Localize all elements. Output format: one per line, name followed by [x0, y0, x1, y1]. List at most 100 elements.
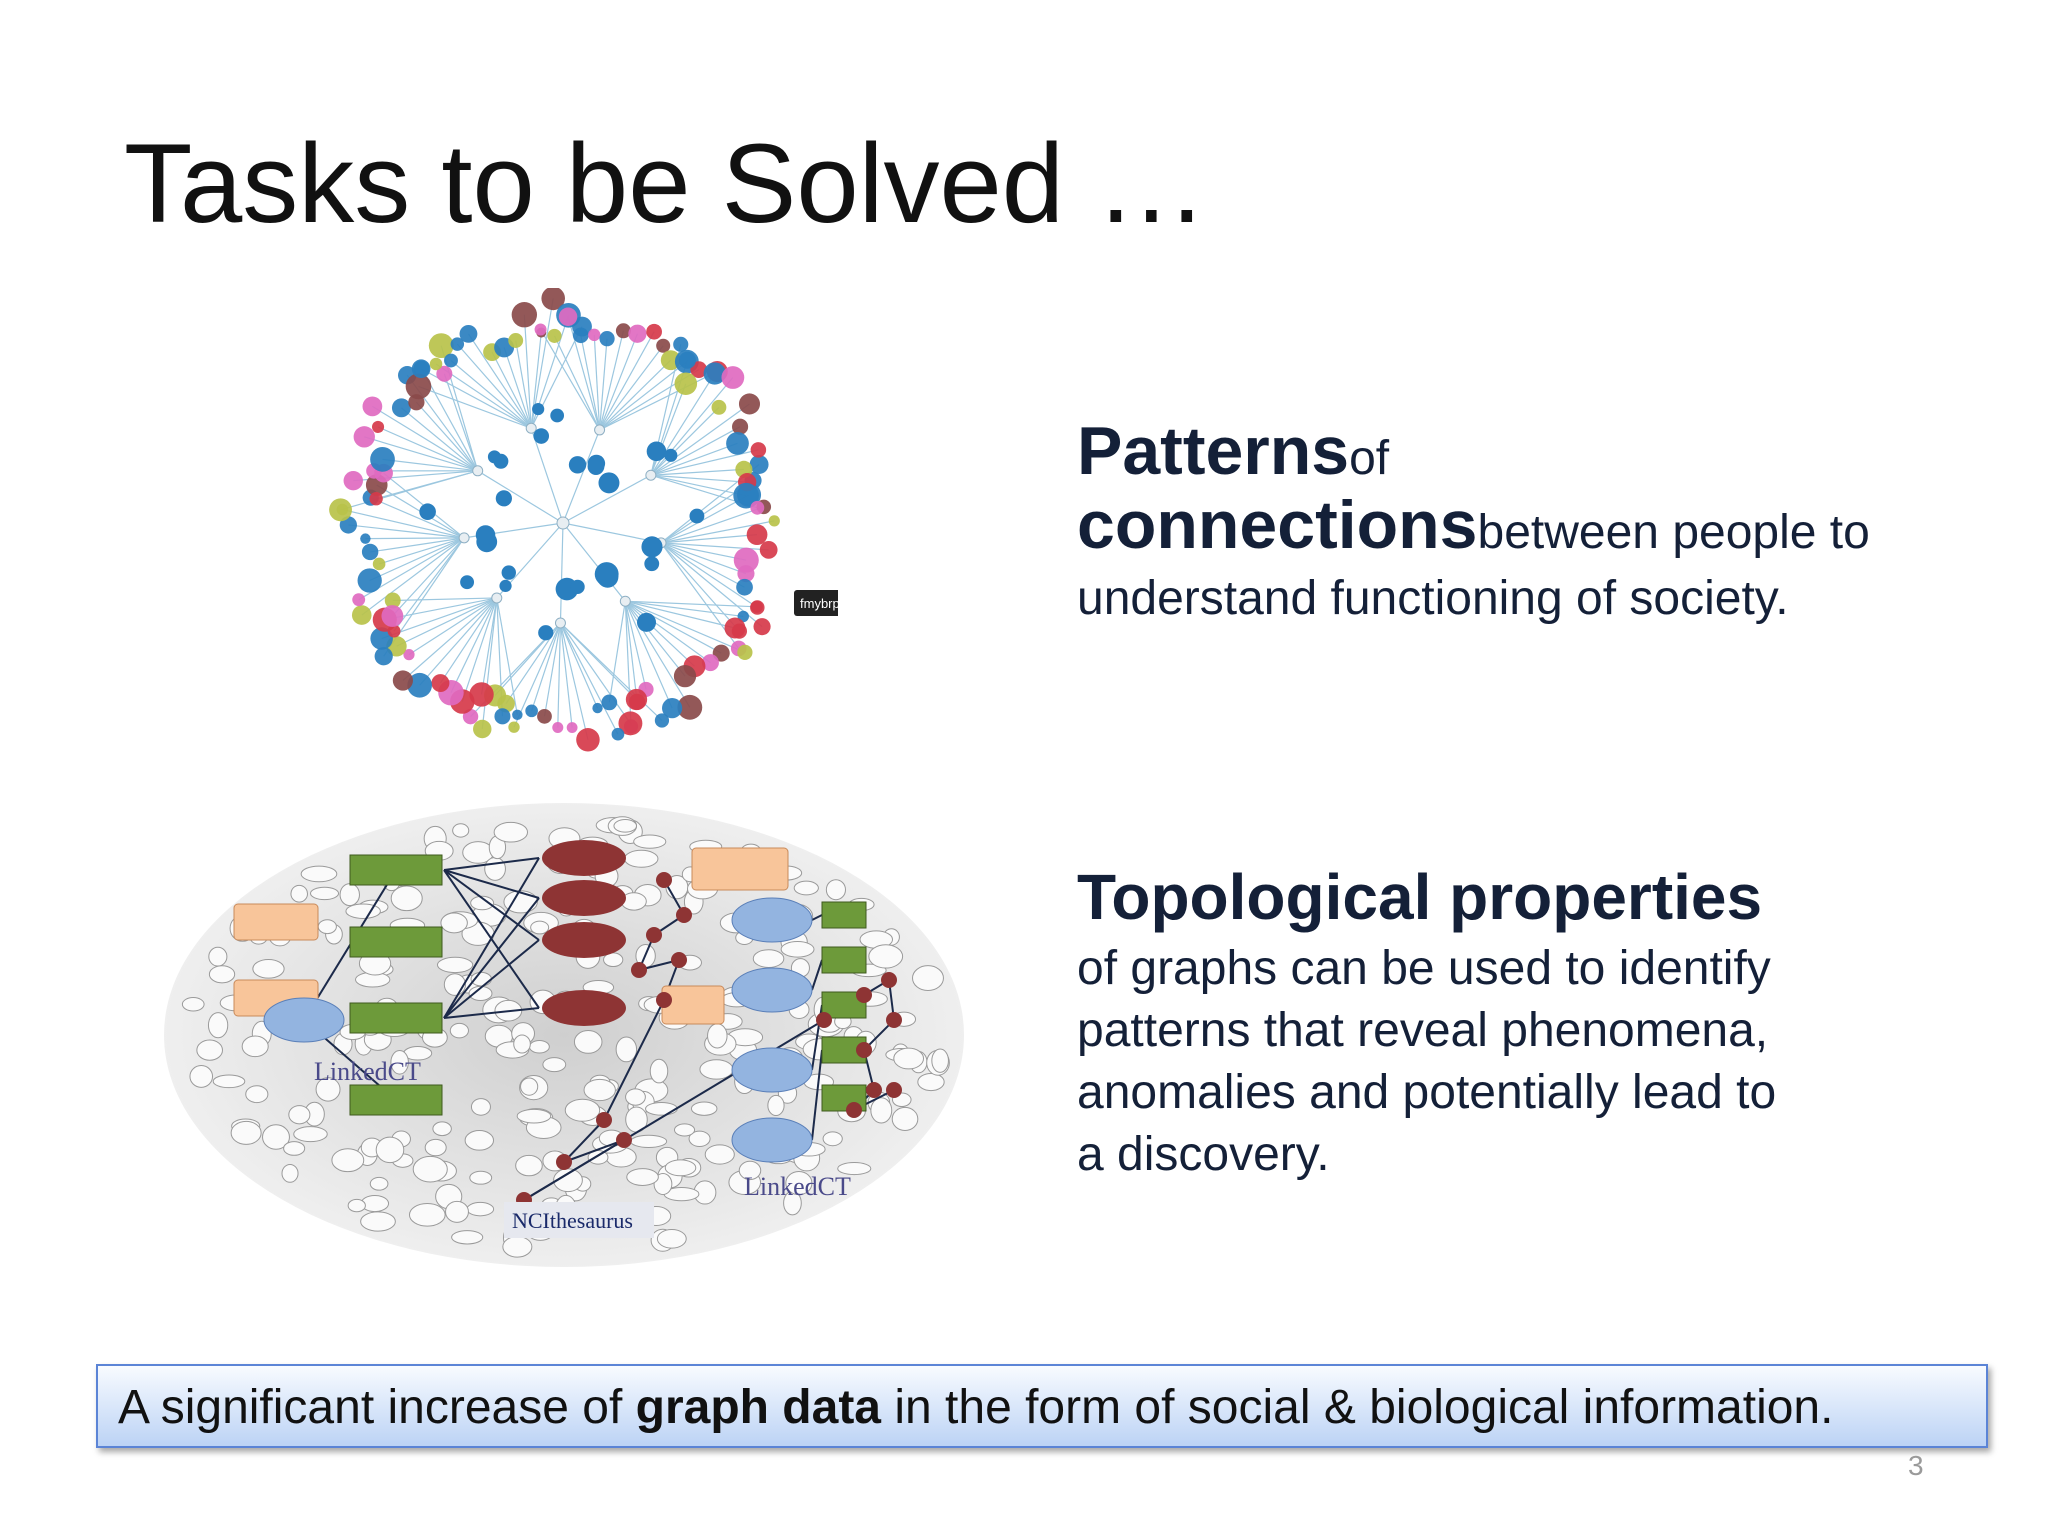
root-node [556, 516, 570, 530]
link-edge [563, 1139, 625, 1163]
leaf-edge [481, 597, 498, 730]
leaf-edge [467, 333, 532, 429]
patterns-suffix: of [1349, 432, 1390, 485]
dataset-bubble [891, 1106, 919, 1132]
leaf-node [674, 372, 698, 396]
leaf-edge [599, 331, 655, 431]
dataset-bubble [624, 849, 659, 868]
leaf-node [431, 674, 450, 693]
leaf-edge [515, 340, 532, 429]
leaf-edge [393, 537, 465, 632]
leaf-edge [598, 338, 608, 430]
red-dot [596, 1112, 612, 1128]
leaf-edge [365, 537, 465, 540]
leaf-edge [439, 597, 498, 684]
red-dot [616, 1132, 632, 1148]
dataset-bubble [484, 857, 506, 881]
leaf-node [592, 702, 603, 714]
red-oval [542, 922, 626, 958]
leaf-node [673, 336, 689, 352]
leaf-edge [559, 622, 619, 735]
dataset-bubble [339, 883, 360, 907]
leaf-node [370, 446, 395, 472]
leaf-edge [450, 360, 532, 429]
dataset-bubble [317, 919, 337, 935]
green-box [349, 1084, 443, 1116]
branch-edge [562, 429, 601, 524]
inner-node [568, 456, 587, 474]
tooltip-text: fmybrpfx [800, 596, 838, 611]
leaf-edge [378, 537, 465, 565]
dataset-bubble [752, 949, 785, 968]
leaf-node [724, 617, 746, 639]
leaf-node [405, 373, 432, 400]
linkedct-label-right: LinkedCT [744, 1172, 851, 1201]
red-dot [676, 907, 692, 923]
leaf-edge [342, 508, 465, 539]
inner-node [499, 579, 512, 593]
green-box-small [821, 946, 867, 974]
dataset-bubble [424, 1138, 447, 1157]
blue-oval [731, 1117, 813, 1163]
leaf-edge [375, 470, 478, 500]
connections-heading: connections [1077, 487, 1478, 563]
peach-box [691, 847, 789, 891]
leaf-edge [625, 600, 744, 618]
leaf-node [508, 333, 524, 348]
leaf-edge [401, 407, 479, 472]
leaf-node [654, 713, 670, 728]
banner-bold: graph data [635, 1381, 881, 1434]
dataset-bubble [583, 1078, 616, 1102]
leaf-edge [396, 597, 498, 647]
link-edge [603, 999, 665, 1121]
dataset-bubble [181, 997, 205, 1012]
leaf-node [701, 654, 719, 672]
leaf-node [387, 624, 401, 638]
leaf-node [494, 708, 511, 725]
leaf-node [391, 398, 411, 418]
dataset-bubble [793, 880, 819, 896]
inner-node [644, 556, 660, 572]
leaf-edge [408, 597, 498, 656]
leaf-node [759, 540, 778, 559]
inner-node [587, 458, 605, 475]
dataset-bubble [345, 903, 381, 919]
social-patterns-text: Patternsof connectionsbetween people to … [1077, 417, 2007, 632]
leaf-node [749, 455, 769, 474]
dataset-bubble [837, 1162, 872, 1176]
leaf-edge [650, 403, 750, 476]
hub-node [491, 592, 503, 604]
dataset-bubble [649, 1058, 669, 1084]
leaf-node [534, 323, 547, 336]
dataset-bubble [688, 1130, 711, 1147]
leaf-node [618, 711, 643, 736]
slide-title: Tasks to be Solved … [124, 121, 1208, 246]
leaf-node [628, 324, 647, 343]
leaf-node [677, 694, 703, 720]
leaf-edge [523, 314, 532, 429]
dataset-bubble [466, 1201, 495, 1217]
dataset-bubble [360, 1211, 396, 1232]
dataset-bubble [315, 1077, 341, 1102]
dataset-bubble [449, 1022, 469, 1039]
hub-node [594, 424, 606, 436]
leaf-node [733, 482, 759, 509]
social-network-graph-image: fmybrpfx [329, 288, 838, 752]
dataset-bubble [331, 1148, 365, 1173]
dataset-bubble [245, 1085, 269, 1104]
leaf-node [353, 426, 375, 448]
link-edge [443, 869, 540, 1009]
dataset-bubble [207, 1012, 229, 1039]
dataset-bubble [868, 944, 904, 969]
dataset-bubble [252, 958, 285, 979]
dataset-bubble [502, 1235, 533, 1258]
dataset-bubble [931, 1048, 949, 1073]
text1-line-3: understand functioning of society. [1077, 572, 1789, 625]
hub-node [525, 422, 537, 434]
leaf-edge [599, 330, 625, 431]
inner-node [532, 403, 545, 416]
leaf-edge [660, 542, 747, 575]
leaf-node [329, 498, 352, 522]
red-oval [542, 990, 626, 1026]
